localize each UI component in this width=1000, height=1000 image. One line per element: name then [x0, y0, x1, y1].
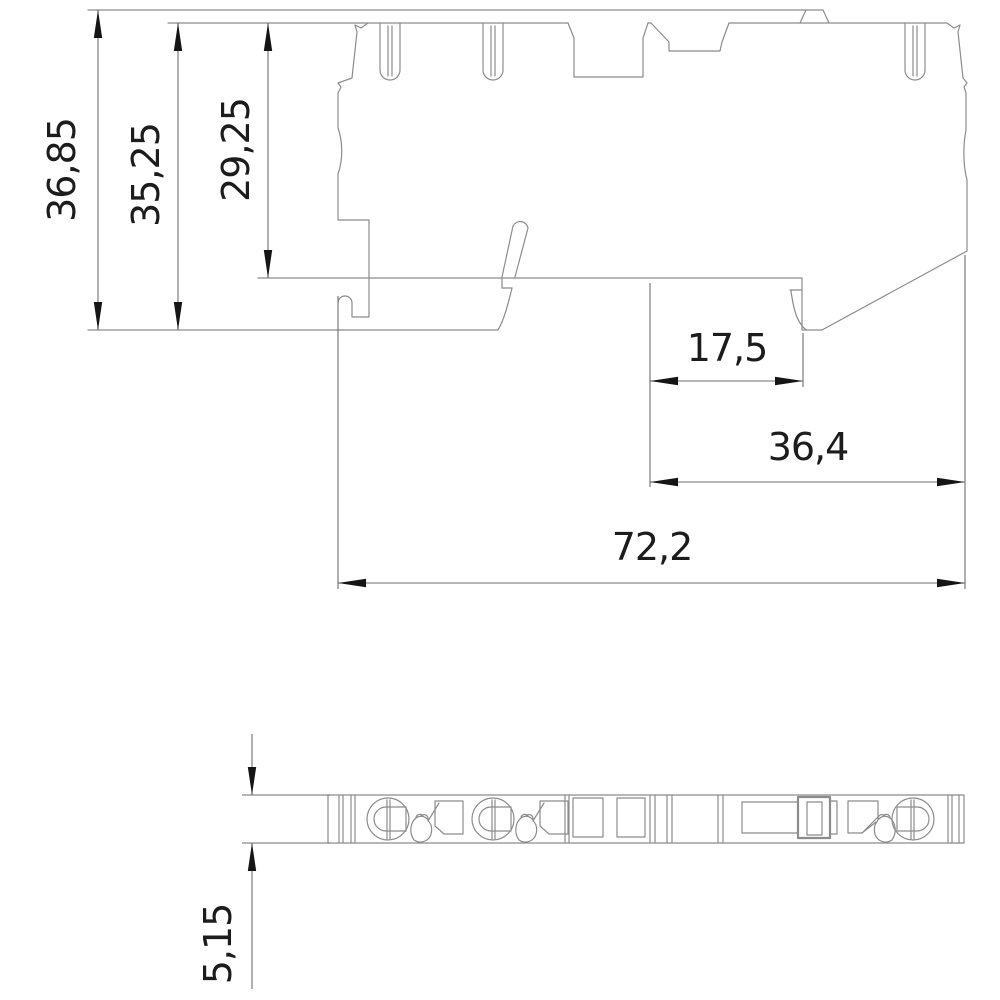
bottom-view-outline — [327, 794, 965, 844]
wire-clamp — [515, 802, 545, 843]
arrowhead — [338, 578, 366, 588]
side-view-latch-lever — [501, 220, 529, 278]
dim-label-5-15: 5,15 — [196, 903, 240, 985]
bottom-view-pole — [471, 797, 569, 843]
side-view-bottom-edge — [87, 277, 513, 331]
bottom-view-window-chamfered — [847, 800, 879, 834]
dimension-arrowheads — [93, 10, 965, 871]
side-view-top-edges — [87, 9, 948, 24]
bottom-view-pole — [366, 797, 464, 843]
arrowhead — [937, 477, 965, 487]
extension-lines — [242, 255, 966, 844]
clamp-slot-lines — [910, 799, 915, 840]
side-view-right-edge — [946, 22, 968, 252]
side-view-right-step — [789, 250, 968, 331]
side-view-contact-slot — [904, 22, 926, 81]
bottom-view-fuse-frame — [796, 795, 832, 840]
side-view-top-notch — [650, 22, 730, 52]
dimension-annotations — [97, 10, 966, 989]
bottom-view-window — [741, 801, 799, 834]
arrowhead — [263, 250, 273, 278]
clamp-circle — [471, 797, 515, 841]
arrowhead — [775, 376, 803, 386]
wire-clamp — [861, 813, 896, 843]
wire-clamp — [410, 802, 440, 843]
side-view-outline — [87, 9, 968, 331]
bottom-view-fuse-inner — [806, 801, 823, 836]
clamp-circle — [891, 797, 935, 841]
clamp-window — [539, 800, 569, 835]
arrowhead — [173, 23, 183, 51]
side-view-contact-slot — [482, 22, 504, 81]
bottom-view-body — [327, 794, 965, 844]
side-view-left-edge — [337, 22, 370, 318]
bottom-view-window — [572, 797, 604, 838]
clamp-window — [434, 800, 464, 835]
arrowhead — [247, 767, 257, 795]
dim-label-35-25: 35,25 — [124, 123, 168, 227]
arrowhead — [263, 23, 273, 51]
arrowhead — [247, 843, 257, 871]
side-view-contact-slot — [379, 22, 401, 81]
clamp-socket — [478, 806, 512, 832]
dim-label-36-4: 36,4 — [767, 425, 850, 469]
dim-label-36-85: 36,85 — [40, 118, 84, 222]
arrowhead — [93, 10, 103, 38]
side-view-top-recess — [567, 22, 649, 78]
clamp-socket — [373, 806, 407, 832]
dim-label-17-5: 17,5 — [686, 326, 769, 370]
dim-label-72-2: 72,2 — [611, 525, 694, 569]
arrowhead — [650, 376, 678, 386]
clamp-socket — [896, 806, 930, 832]
arrowhead — [173, 302, 183, 330]
bottom-view-pole — [861, 797, 935, 843]
clamp-slot-lines — [491, 799, 496, 840]
arrowhead — [650, 477, 678, 487]
clamp-slot-lines — [386, 799, 391, 840]
dim-label-29-25: 29,25 — [214, 98, 258, 202]
clamp-circle — [366, 797, 410, 841]
bottom-view-window — [829, 800, 838, 835]
arrowhead — [937, 578, 965, 588]
bottom-view-divider-lines — [338, 794, 960, 844]
bottom-view-window — [616, 797, 646, 838]
arrowhead — [93, 302, 103, 330]
